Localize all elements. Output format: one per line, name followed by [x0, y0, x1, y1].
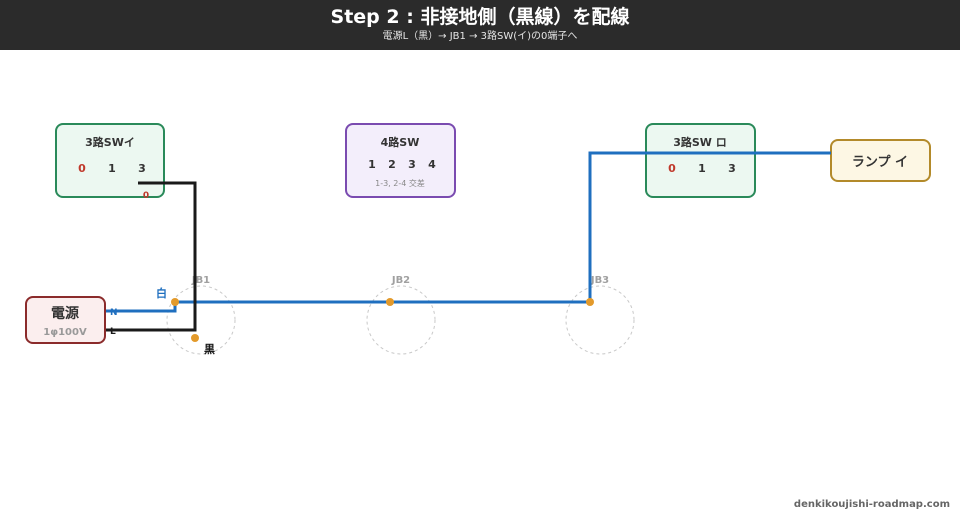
switch-4way-terminal-4: 4 — [428, 158, 436, 171]
switch-3way-i-title: 3路SWイ — [85, 135, 135, 149]
power-source-box — [25, 296, 106, 344]
switch-3way-ro-terminal-1: 1 — [698, 162, 706, 175]
switch-3way-i-terminal-0: 0 — [78, 162, 86, 175]
switch-3way-ro-terminal-3: 3 — [728, 162, 736, 175]
power-source-title: 電源 — [51, 305, 79, 322]
white-wire — [106, 151, 831, 313]
site-credit: denkikoujishi-roadmap.com — [793, 499, 950, 510]
page-subtitle: 電源L（黒）→ JB1 → 3路SW(イ)の0端子へ — [382, 31, 578, 42]
jb3-white-node — [586, 298, 594, 306]
switch-3way-ro-title: 3路SW ロ — [673, 135, 727, 149]
power-terminal-l: L — [110, 327, 116, 337]
jb2-label: JB2 — [391, 275, 410, 286]
jb3-label: JB3 — [590, 275, 609, 286]
switch-4way-note: 1-3, 2-4 交差 — [375, 178, 425, 188]
switch-3way-ro-box — [645, 123, 756, 198]
switch-3way-i-terminal-1: 1 — [108, 162, 116, 175]
switch-3way-i-wire-label: 0 — [143, 191, 149, 201]
jb1-label: JB1 — [191, 275, 210, 286]
page-title: Step 2 : 非接地側（黒線）を配線 — [330, 6, 630, 28]
jb3-box — [565, 285, 635, 355]
black-wire — [106, 181, 197, 332]
black-wire-label: 黒 — [204, 343, 215, 356]
lamp-title: ランプ イ — [852, 155, 908, 170]
power-source-spec: 1φ100V — [43, 327, 87, 338]
jb1-black-node — [191, 334, 199, 342]
white-wire-label: 白 — [156, 286, 167, 300]
power-terminal-n: N — [110, 308, 118, 318]
switch-4way-title: 4路SW — [381, 135, 420, 149]
jb2-box — [366, 285, 436, 355]
switch-3way-ro-terminal-0: 0 — [668, 162, 676, 175]
jb1-box — [166, 285, 236, 355]
lamp-box — [830, 139, 931, 182]
switch-3way-i-terminal-3: 3 — [138, 162, 146, 175]
switch-4way-terminal-3: 3 — [408, 158, 416, 171]
jb1-white-node — [171, 298, 179, 306]
switch-4way-terminal-1: 1 — [368, 158, 376, 171]
switch-3way-i-box — [55, 123, 165, 198]
switch-4way-box — [345, 123, 456, 198]
switch-4way-terminal-2: 2 — [388, 158, 396, 171]
header: Step 2 : 非接地側（黒線）を配線 電源L（黒）→ JB1 → 3路SW(… — [0, 0, 960, 50]
jb2-white-node — [386, 298, 394, 306]
